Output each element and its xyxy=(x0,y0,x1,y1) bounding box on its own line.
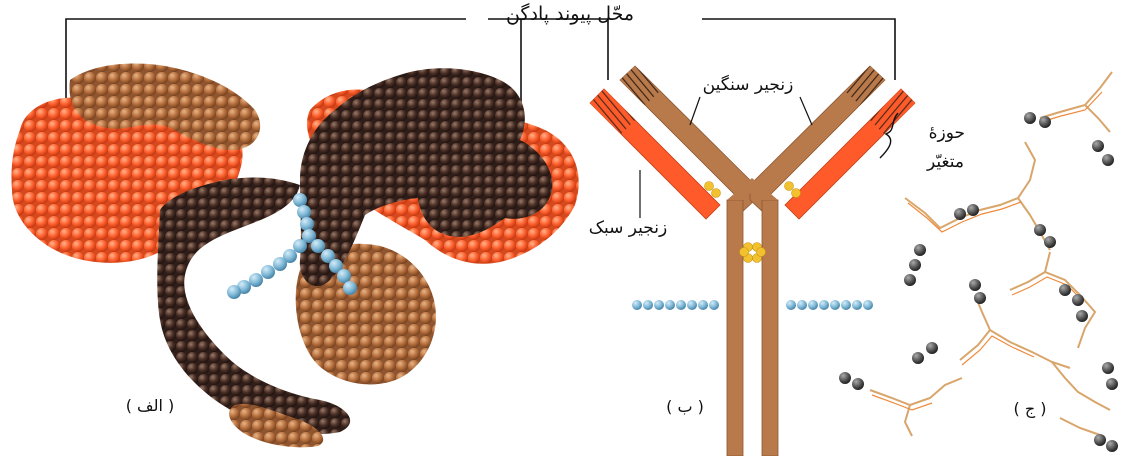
heavy-chain-label: زنجیر سنگین xyxy=(688,77,808,94)
gray-atoms xyxy=(839,112,1118,452)
membrane-beads xyxy=(632,300,873,310)
variable-domain-label-line1: حوزهٔ xyxy=(915,125,965,142)
heavy-chain-leader-right xyxy=(800,97,812,125)
space-filling-model xyxy=(11,64,578,448)
panel-c-label: ( ج ) xyxy=(1005,401,1055,417)
stick-network xyxy=(870,72,1112,436)
panel-b-label: ( ب ) xyxy=(660,399,710,415)
schematic-antibody xyxy=(590,66,915,456)
light-chain-label: زنجیر سبک xyxy=(578,220,678,237)
heavy-chain-right-stem xyxy=(762,200,778,456)
heavy-chain-leader-left xyxy=(690,97,700,125)
antigen-binding-site-label: محّل پیوند پادگن xyxy=(470,5,670,24)
heavy-chain-left-stem xyxy=(727,200,743,456)
variable-domain-label-line2: متغیّر xyxy=(912,154,964,171)
panel-a-label: ( الف ) xyxy=(115,398,185,414)
stick-network-orange xyxy=(872,92,1102,410)
